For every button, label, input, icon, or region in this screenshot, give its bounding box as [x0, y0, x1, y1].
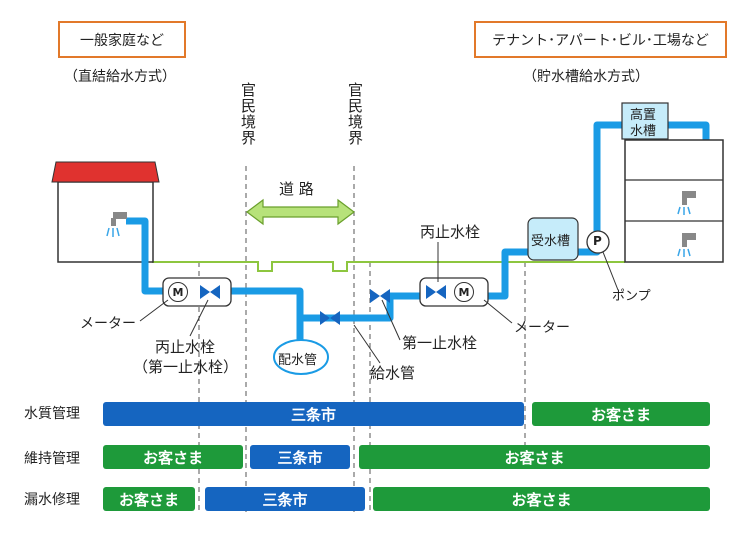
leader-gate-left: [189, 299, 209, 337]
bar-maintenance-city: 三条市: [250, 445, 350, 469]
bar-leak-customer-left: お客さま: [103, 487, 195, 511]
bar-text: お客さま: [590, 405, 651, 424]
leader-meter-left: [139, 299, 169, 322]
meter-symbol-left: M: [172, 285, 184, 299]
right-case-subtitle: （貯水槽給水方式）: [523, 69, 649, 85]
boundary-label-left: 官民境界: [239, 82, 257, 146]
left-case-title: 一般家庭など: [58, 21, 186, 58]
bar-text: お客さま: [511, 490, 572, 509]
gate-valve-left-label-2: （第一止水栓）: [133, 358, 239, 376]
bar-text: 三条市: [262, 490, 308, 509]
bar-text: 三条市: [277, 448, 323, 467]
bar-water-quality-customer: お客さま: [532, 402, 710, 426]
row-label-water-quality: 水質管理: [24, 406, 80, 422]
service-valve-icon: [320, 311, 340, 325]
pipe-left: [126, 217, 304, 345]
left-case-title-text: 一般家庭など: [80, 32, 164, 49]
pump-symbol: P: [593, 234, 602, 248]
house-roof: [51, 161, 160, 183]
first-valve-right-label: 第一止水栓: [402, 334, 478, 352]
service-pipe-label: 給水管: [370, 364, 416, 382]
leader-first-valve: [381, 299, 401, 341]
bar-text: お客さま: [504, 448, 565, 467]
first-valve-icon-right: [370, 289, 390, 303]
bar-text: お客さま: [118, 490, 179, 509]
gate-valve-left-label-1: 丙止水栓: [155, 338, 216, 356]
elevated-tank: [621, 102, 669, 140]
building-body: [624, 139, 724, 263]
meter-icon-right: M: [454, 282, 474, 302]
bar-leak-customer-right: お客さま: [373, 487, 710, 511]
pump-label: ポンプ: [612, 289, 651, 304]
bar-maintenance-customer-right: お客さま: [359, 445, 710, 469]
boundary-label-right: 官民境界: [346, 82, 364, 146]
faucet-building-upper: [677, 191, 696, 215]
bar-maintenance-customer-left: お客さま: [103, 445, 243, 469]
ground-line: [152, 261, 625, 272]
receiving-tank-label: 受水槽: [531, 234, 571, 249]
main-pipe-ellipse: [273, 339, 329, 375]
bar-text: お客さま: [142, 448, 203, 467]
right-case-title-text: テナント･アパート･ビル･工場など: [492, 32, 709, 49]
road-label: 道 路: [279, 180, 314, 198]
gate-valve-icon-left: [200, 285, 220, 299]
meter-left-label: メーター: [80, 316, 136, 332]
leader-pump: [602, 251, 619, 291]
meter-right-label: メーター: [514, 320, 570, 336]
road-arrow: [246, 198, 355, 226]
pump-circle: [586, 230, 610, 254]
meter-icon-left: M: [168, 282, 188, 302]
bar-leak-city: 三条市: [205, 487, 365, 511]
gate-valve-icon-right: [426, 285, 446, 299]
right-case-title: テナント･アパート･ビル･工場など: [474, 21, 727, 58]
faucet-building-lower: [677, 233, 696, 257]
row-label-leak-repair: 漏水修理: [24, 492, 80, 508]
main-pipe-label: 配水管: [278, 353, 318, 368]
left-case-subtitle: （直結給水方式）: [64, 69, 176, 85]
bar-water-quality-city: 三条市: [103, 402, 524, 426]
leader-service-pipe: [353, 324, 381, 364]
row-label-maintenance: 維持管理: [24, 451, 80, 467]
bar-text: 三条市: [290, 405, 336, 424]
gate-valve-right-label: 丙止水栓: [420, 223, 481, 241]
meter-symbol-right: M: [458, 285, 470, 299]
elevated-tank-label-2: 水槽: [630, 124, 657, 139]
leader-meter-right: [483, 299, 513, 324]
faucet-house: [106, 212, 127, 237]
elevated-tank-label-1: 高置: [630, 108, 657, 123]
receiving-tank: [527, 217, 579, 261]
